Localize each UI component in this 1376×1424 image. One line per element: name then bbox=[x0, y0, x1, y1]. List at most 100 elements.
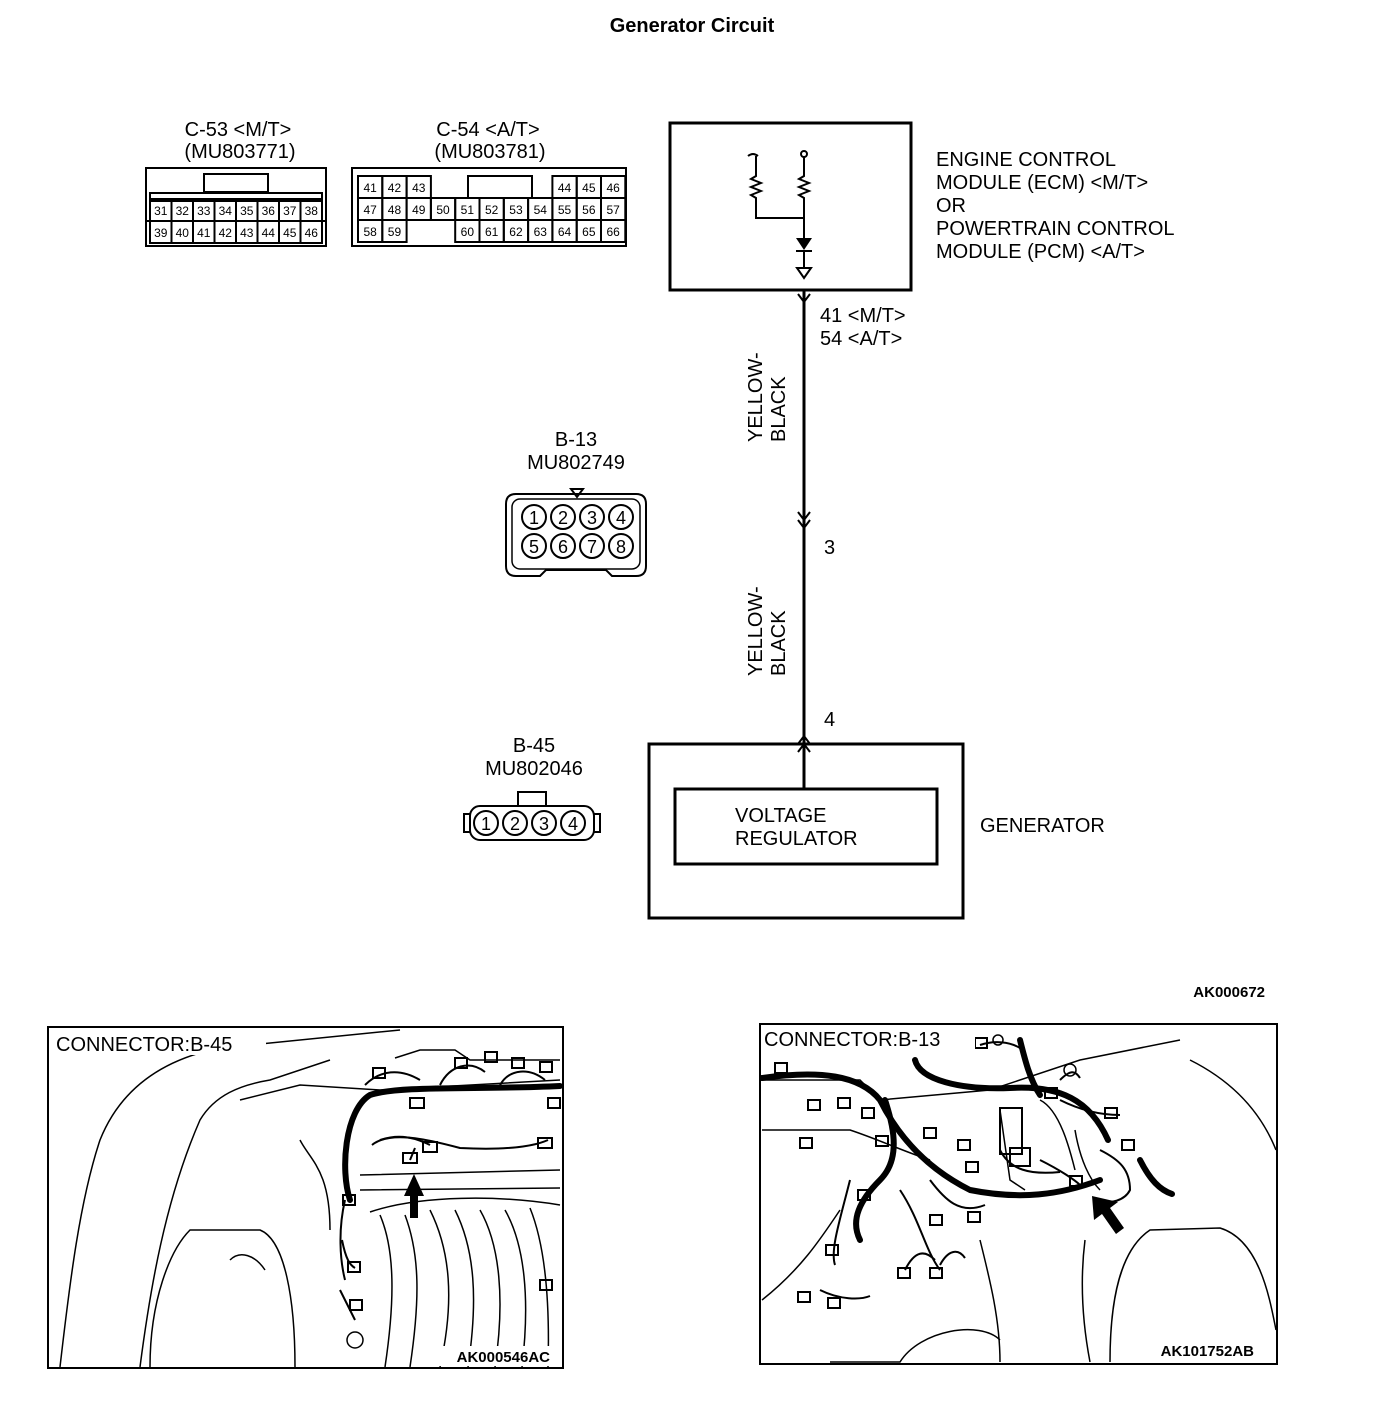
c53-pin-label: 44 bbox=[262, 226, 276, 240]
photo-panel-b45: CONNECTOR:B-45 AK000546AC bbox=[47, 1026, 564, 1369]
c53-housing bbox=[145, 167, 327, 247]
c53-pin-label: 46 bbox=[305, 226, 319, 240]
c53-pin-label: 38 bbox=[305, 204, 319, 218]
c54-pin-cell bbox=[600, 219, 627, 243]
b45-name: B-45 bbox=[513, 735, 555, 757]
c54-name: C-54 <A/T> bbox=[436, 119, 539, 141]
c54-pin-label: 56 bbox=[582, 203, 596, 217]
b13-pin-label: 1 bbox=[529, 508, 539, 528]
c54-pin-label: 41 bbox=[363, 181, 377, 195]
generator-pin-number: 4 bbox=[824, 709, 835, 731]
c54-pin-label: 63 bbox=[534, 225, 548, 239]
ecm-label-line1: ENGINE CONTROL bbox=[936, 149, 1116, 171]
c54-pin-label: 59 bbox=[388, 225, 402, 239]
b13-pin bbox=[521, 533, 547, 559]
c53-pin-label: 42 bbox=[219, 226, 233, 240]
c54-pin-label: 50 bbox=[436, 203, 450, 217]
ecm-label-line4: POWERTRAIN CONTROL bbox=[936, 218, 1175, 240]
engine-bay-illustration-b45 bbox=[59, 1029, 562, 1367]
b45-pin-label: 3 bbox=[539, 814, 549, 834]
b13-pin bbox=[521, 504, 547, 530]
ecm-label-line3: OR bbox=[936, 195, 966, 217]
b13-pin bbox=[579, 533, 605, 559]
b13-pin bbox=[550, 504, 576, 530]
c54-pin-label: 43 bbox=[412, 181, 426, 195]
photo-panel-b13: CONNECTOR:B-13 AK101752AB bbox=[759, 1023, 1278, 1365]
c54-pin-label: 55 bbox=[558, 203, 572, 217]
c53-pin-label: 43 bbox=[240, 226, 254, 240]
c54-pin-label: 44 bbox=[558, 181, 572, 195]
photo-left-code: AK000546AC bbox=[457, 1349, 551, 1366]
c53-pin-label: 39 bbox=[154, 226, 168, 240]
c53-pin-label: 35 bbox=[240, 204, 254, 218]
b13-pin bbox=[550, 533, 576, 559]
c54-pin-label: 47 bbox=[363, 203, 377, 217]
c53-part-number: (MU803771) bbox=[184, 141, 295, 163]
wire-color-lower-line1: YELLOW- bbox=[745, 586, 767, 676]
page-title: Generator Circuit bbox=[610, 15, 775, 37]
b13-pin-label: 8 bbox=[616, 537, 626, 557]
c53-key bbox=[203, 173, 269, 193]
c54-pin-label: 49 bbox=[412, 203, 426, 217]
c54-pin-label: 42 bbox=[388, 181, 402, 195]
b45-pin bbox=[502, 810, 528, 836]
b13-part-number: MU802749 bbox=[527, 452, 625, 474]
regulator-label-line1: VOLTAGE bbox=[735, 805, 827, 827]
location-arrow-icon bbox=[404, 1174, 424, 1218]
c53-pin-label: 34 bbox=[219, 204, 233, 218]
c54-pin-cell bbox=[381, 219, 408, 243]
b13-pin bbox=[608, 504, 634, 530]
location-arrow-icon bbox=[1092, 1196, 1124, 1234]
b13-pin-label: 4 bbox=[616, 508, 626, 528]
b13-pin-label: 7 bbox=[587, 537, 597, 557]
c54-pin-label: 46 bbox=[606, 181, 620, 195]
engine-bay-illustration-b13 bbox=[761, 1034, 1276, 1363]
yellow-black-wire: 41 <M/T> 54 <A/T> YELLOW- BLACK 3 YELLOW… bbox=[745, 290, 906, 790]
c54-pin-label: 52 bbox=[485, 203, 499, 217]
c53-pin-label: 37 bbox=[283, 204, 297, 218]
regulator-label-line2: REGULATOR bbox=[735, 828, 858, 850]
c53-pin-label: 33 bbox=[197, 204, 211, 218]
c54-pin-label: 66 bbox=[606, 225, 620, 239]
b45-pin-label: 2 bbox=[510, 814, 520, 834]
c54-pin-label: 62 bbox=[509, 225, 523, 239]
wire-color-upper-line2: BLACK bbox=[768, 376, 790, 442]
wire-color-lower-line2: BLACK bbox=[768, 610, 790, 676]
photo-right-label: CONNECTOR:B-13 bbox=[764, 1029, 940, 1051]
ecm-box bbox=[668, 121, 913, 292]
b45-connector-location bbox=[402, 1152, 418, 1164]
ecm-label-line5: MODULE (PCM) <A/T> bbox=[936, 241, 1145, 263]
b13-pin bbox=[608, 533, 634, 559]
c54-pin-label: 48 bbox=[388, 203, 402, 217]
c54-pin-label: 53 bbox=[509, 203, 523, 217]
c53-pin-label: 41 bbox=[197, 226, 211, 240]
ecm-pin-mt: 41 <M/T> bbox=[820, 305, 906, 327]
ecm-module: ENGINE CONTROL MODULE (ECM) <M/T> OR POW… bbox=[668, 121, 1175, 292]
b45-pin bbox=[473, 810, 499, 836]
c54-pin-label: 65 bbox=[582, 225, 596, 239]
b13-name: B-13 bbox=[555, 429, 597, 451]
b45-part-number: MU802046 bbox=[485, 758, 583, 780]
b13-pin-label: 3 bbox=[587, 508, 597, 528]
c54-pin-label: 54 bbox=[534, 203, 548, 217]
generator-box bbox=[647, 742, 965, 920]
b13-pin-number: 3 bbox=[824, 537, 835, 559]
c54-pin-label: 51 bbox=[461, 203, 475, 217]
generator: VOLTAGE REGULATOR GENERATOR bbox=[647, 742, 1105, 920]
c54-part-number: (MU803781) bbox=[434, 141, 545, 163]
c53-pin-label: 31 bbox=[154, 204, 168, 218]
ecm-pin-at: 54 <A/T> bbox=[820, 328, 902, 350]
ecm-label-line2: MODULE (ECM) <M/T> bbox=[936, 172, 1148, 194]
b45-pin bbox=[560, 810, 586, 836]
c54-pin-label: 57 bbox=[606, 203, 620, 217]
c53-name: C-53 <M/T> bbox=[185, 119, 292, 141]
c53-pin-label: 32 bbox=[176, 204, 190, 218]
b45-pin-label: 4 bbox=[568, 814, 578, 834]
voltage-regulator-box bbox=[673, 787, 939, 866]
b13-pin bbox=[579, 504, 605, 530]
